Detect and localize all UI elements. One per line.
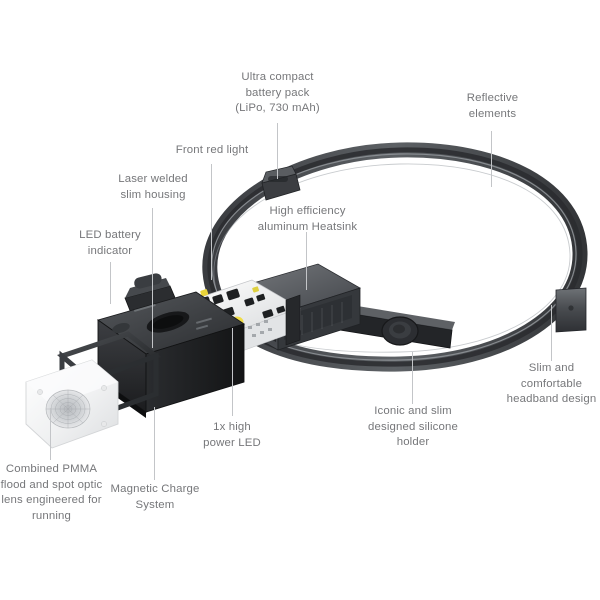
battery-pack-graphic (261, 165, 301, 201)
callout-headband-design: Slim and comfortable headband design (506, 362, 597, 405)
callout-battery-pack: Ultra compact battery pack (LiPo, 730 mA… (235, 71, 320, 114)
leader-led-battery-indicator (110, 262, 111, 304)
headband-graphic (202, 142, 588, 372)
callout-high-power-led: 1x high power LED (203, 421, 261, 449)
leader-pmma-lens (50, 408, 51, 460)
leader-laser-welded-housing (152, 208, 153, 348)
callout-reflective-elements: Reflective elements (466, 92, 519, 120)
callout-silicone-holder: Iconic and slim designed silicone holder (368, 405, 458, 448)
leader-silicone-holder (412, 352, 413, 404)
callout-pmma-lens: Combined PMMA flood and spot optic lens … (0, 463, 103, 522)
callout-magnetic-charge-system: Magnetic Charge System (110, 483, 200, 511)
callout-laser-welded-housing: Laser welded slim housing (118, 173, 188, 201)
housing-graphic (96, 291, 246, 418)
leader-heatsink (306, 232, 307, 290)
lens-graphic (25, 359, 119, 449)
leader-high-power-led (232, 328, 233, 416)
leader-front-red-light (211, 164, 212, 280)
leader-reflective-elements (491, 131, 492, 187)
callout-led-battery-indicator: LED battery indicator (79, 229, 141, 257)
leader-headband-design (551, 305, 552, 361)
callout-front-red-light: Front red light (175, 144, 249, 156)
callout-heatsink: High efficiency aluminum Heatsink (257, 205, 358, 233)
leader-battery-pack (277, 123, 278, 179)
leader-magnetic-charge (154, 407, 155, 480)
